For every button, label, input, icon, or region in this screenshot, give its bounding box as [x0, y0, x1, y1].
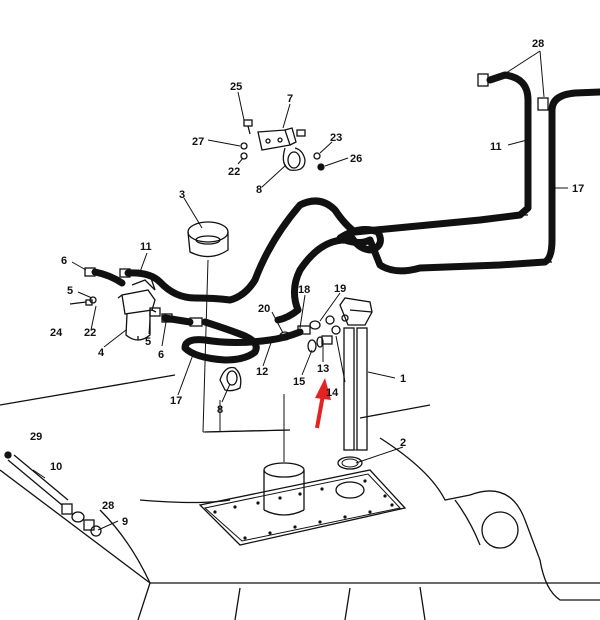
callout-17-left: 17 — [170, 395, 182, 407]
fuel-tank — [0, 374, 600, 620]
callout-6-right: 6 — [158, 349, 164, 361]
fuel-level-sender — [331, 297, 373, 451]
callout-18: 18 — [298, 284, 310, 296]
sender-mounting-plate — [198, 456, 407, 546]
callout-11-left: 11 — [140, 241, 152, 253]
return-line-fittings — [477, 73, 552, 267]
mounting-bracket — [240, 119, 325, 171]
guide-lines — [202, 259, 291, 462]
callout-4: 4 — [98, 347, 105, 359]
filler-cap — [187, 221, 229, 258]
callout-2: 2 — [400, 437, 406, 449]
callout-22-left: 22 — [84, 327, 96, 339]
callout-7: 7 — [287, 93, 293, 105]
callout-13: 13 — [317, 363, 329, 375]
callout-14: 14 — [326, 387, 339, 399]
callout-8-lower: 8 — [217, 404, 223, 416]
callout-29: 29 — [30, 431, 42, 443]
callout-20: 20 — [258, 303, 270, 315]
callout-8-top: 8 — [256, 184, 262, 196]
callout-labels: 25 7 27 23 22 26 8 3 11 6 5 24 22 4 5 6 … — [30, 38, 584, 528]
callout-25: 25 — [230, 81, 242, 93]
callout-17-right: 17 — [572, 183, 584, 195]
callout-11-right: 11 — [490, 141, 502, 153]
callout-28-top: 28 — [532, 38, 544, 50]
callout-24: 24 — [50, 327, 63, 339]
callout-15: 15 — [293, 376, 305, 388]
callout-9: 9 — [122, 516, 128, 528]
callout-5-right: 5 — [145, 336, 151, 348]
callout-10: 10 — [50, 461, 62, 473]
callout-23: 23 — [330, 132, 342, 144]
drain-pipe — [4, 451, 102, 537]
hose-lines — [91, 71, 600, 364]
callout-6-left: 6 — [61, 255, 67, 267]
sender-fittings — [279, 315, 335, 353]
callout-19: 19 — [334, 283, 346, 295]
highlight-arrow — [315, 378, 331, 429]
fuel-filter — [69, 267, 203, 341]
callout-1: 1 — [400, 373, 406, 385]
callout-27: 27 — [192, 136, 204, 148]
callout-26: 26 — [350, 153, 362, 165]
callout-12: 12 — [256, 366, 268, 378]
callout-5-left: 5 — [67, 285, 73, 297]
hose-clamp — [219, 366, 242, 392]
callout-22-top: 22 — [228, 166, 240, 178]
callout-3: 3 — [179, 189, 185, 201]
filler-neck — [263, 462, 305, 516]
leader-lines — [32, 50, 568, 531]
callout-28-bottom: 28 — [102, 500, 114, 512]
